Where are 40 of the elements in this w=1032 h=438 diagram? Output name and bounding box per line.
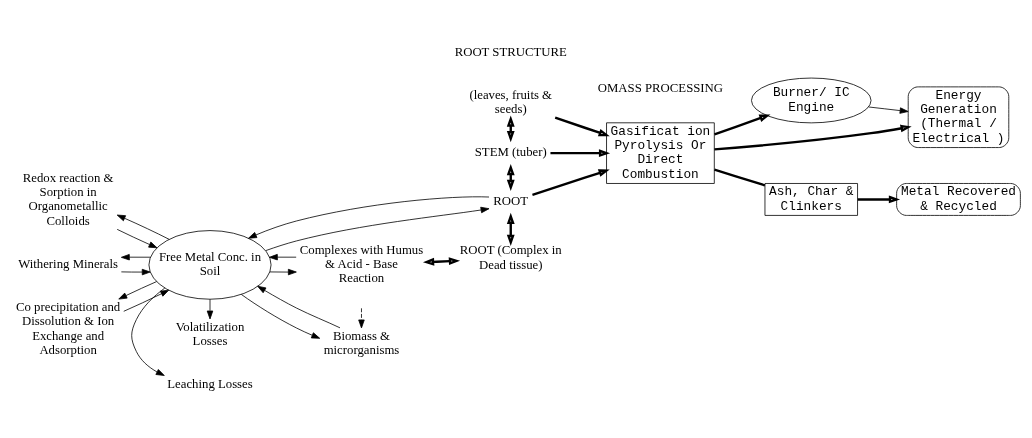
arrow [713,124,912,151]
node-text: Withering Minerals [17,256,118,271]
arrow [268,253,297,261]
node-text: (leaves, fruits & seeds) [468,87,552,117]
arrow [116,228,157,249]
arrow [130,287,165,376]
arrow [531,169,610,197]
arrow [256,285,340,329]
node-text: Co precipitation and Dissolution & Ion Exchange and Adsorption [15,300,120,358]
node-text: Biomass & microrganisms [323,328,399,358]
node-text: Redox reaction & Sorption in Organometallic Colloids [22,170,113,228]
node-box: Ash, Char & Clinkers [764,183,858,216]
node-text: ROOT [492,193,528,208]
arrow [857,195,900,204]
arrow [247,196,489,239]
arrow [206,298,213,320]
node-text: Leaching Losses [166,377,253,392]
arrow [120,254,151,261]
arrow [357,307,365,329]
arrow [268,268,297,276]
arrow [122,289,169,312]
arrow [554,116,610,137]
node-text: ROOT (Complex in Dead tissue) [459,243,562,272]
node-text: Complexes with Humus & Acid - Base Reaction [299,242,423,286]
label: OMASS PROCESSING [597,80,723,95]
arrow [264,206,489,252]
arrow [549,149,610,158]
arrow [120,268,151,276]
arrow [422,257,460,266]
arrow [240,294,320,339]
node-text: Volatilization Losses [175,320,244,349]
arrow [116,214,170,240]
connector [713,168,765,187]
label: ROOT STRUCTURE [454,44,567,59]
node-box: Gasificat ion Pyrolysis Or Direct Combustion [605,122,715,184]
node-box: Metal Recovered & Recycled [895,183,1021,216]
arrow [117,281,157,300]
arrow [867,106,908,114]
node-box: Energy Generation (Thermal / Electrical ) [907,86,1009,148]
node-text: STEM (tuber) [474,145,547,160]
